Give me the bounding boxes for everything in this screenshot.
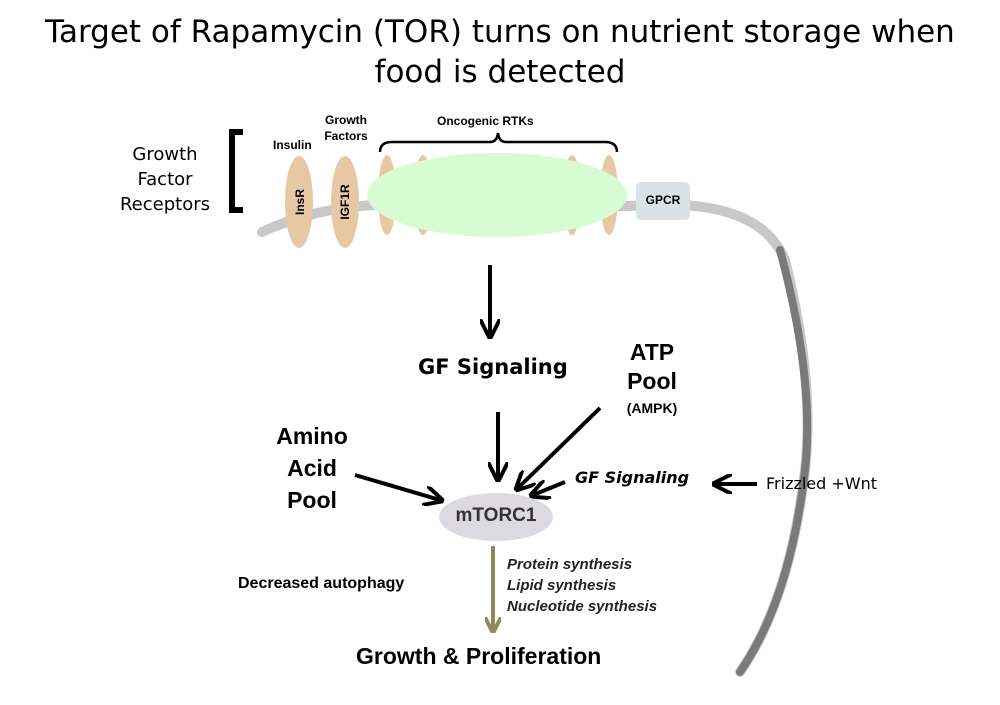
- igf1r-receptor: [331, 156, 359, 248]
- synthesis-item: Nucleotide synthesis: [507, 598, 658, 615]
- frizzled-wnt-label: Frizzled +Wnt: [766, 474, 878, 493]
- atp-pool-label: ATP Pool: [612, 338, 692, 396]
- label-line: Pool: [287, 487, 337, 513]
- arrow-atp-to-mtorc1: [518, 406, 602, 488]
- title-line-2: food is detected: [374, 54, 626, 90]
- gf-signaling-label: GF Signaling: [418, 355, 568, 379]
- synthesis-list: Protein synthesis Lipid synthesis Nucleo…: [507, 554, 657, 617]
- growth-factors-label: Growth Factors: [316, 112, 376, 144]
- label-line: Growth: [325, 113, 367, 127]
- growth-factor-receptors-label: Growth Factor Receptors: [110, 142, 220, 217]
- decreased-autophagy-label: Decreased autophagy: [238, 575, 405, 592]
- receptor-bracket: [229, 129, 243, 213]
- label-line: ATP: [629, 339, 675, 365]
- cell-membrane-lower: [736, 246, 812, 676]
- oncogenic-rtks-label: Oncogenic RTKs: [437, 114, 534, 128]
- label-line: Pool: [627, 368, 677, 394]
- label-line: Factors: [324, 129, 368, 143]
- label-line: Amino: [276, 423, 348, 449]
- title-line-1: Target of Rapamycin (TOR) turns on nutri…: [45, 14, 955, 50]
- growth-proliferation-label: Growth & Proliferation: [356, 643, 602, 669]
- oncogenic-brace: [378, 132, 619, 153]
- label-line: Receptors: [119, 194, 211, 215]
- synthesis-item: Protein synthesis: [507, 556, 633, 573]
- amino-acid-pool-label: Amino Acid Pool: [262, 420, 362, 516]
- gpcr-label: GPCR: [645, 193, 681, 207]
- mtorc1-node: [439, 493, 553, 541]
- label-line: Factor: [137, 169, 193, 190]
- insulin-label: Insulin: [273, 138, 312, 152]
- insr-receptor: [285, 156, 313, 248]
- ampk-label: (AMPK): [626, 400, 678, 416]
- label-line: Growth: [132, 144, 198, 165]
- label-line: Acid: [287, 455, 337, 481]
- gf-signaling-2-label: GF Signaling: [575, 468, 690, 487]
- gpcr-box: [636, 182, 690, 220]
- arrow-amino-to-mtorc1: [354, 473, 440, 500]
- rtk-cluster: [367, 153, 627, 237]
- mtorc1-label: mTORC1: [455, 505, 537, 526]
- insr-label: InsR: [293, 189, 307, 216]
- arrow-gf2-to-mtorc1: [533, 482, 566, 495]
- synthesis-item: Lipid synthesis: [507, 577, 617, 594]
- igf1r-label: IGF1R: [338, 184, 352, 220]
